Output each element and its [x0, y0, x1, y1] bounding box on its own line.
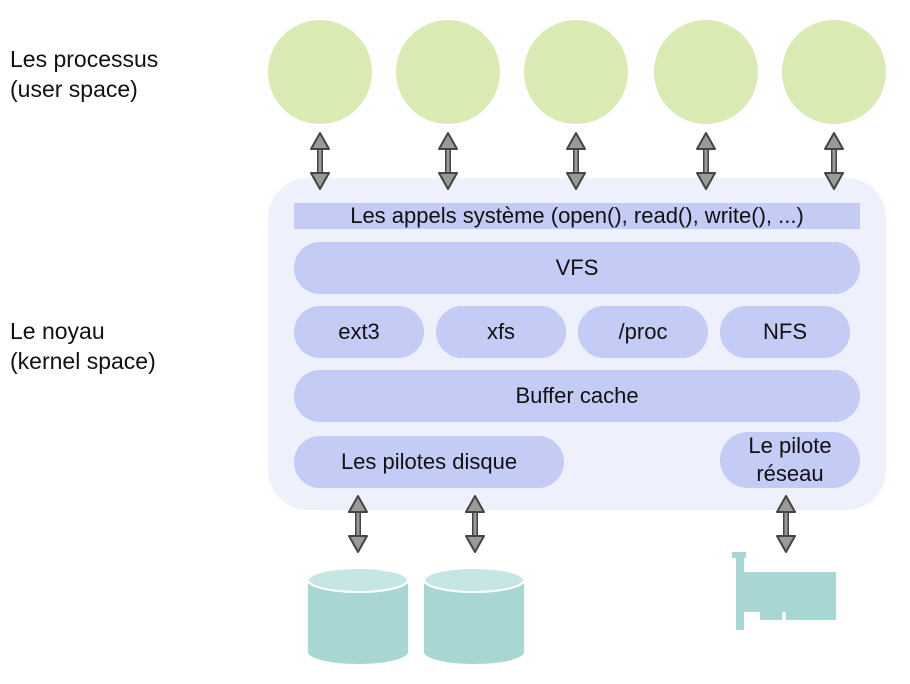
network-driver: Le pilote réseau	[720, 432, 860, 488]
kernel-space-label: Le noyau (kernel space)	[10, 318, 156, 374]
process-circle	[524, 20, 628, 124]
filesystem-xfs: xfs	[436, 306, 566, 358]
user-space-label: Les processus (user space)	[10, 46, 159, 102]
disk-drivers: Les pilotes disque	[294, 436, 564, 488]
filesystem-ext3: ext3	[294, 306, 424, 358]
disk-icon	[307, 567, 409, 664]
buffer-cache-layer: Buffer cache	[294, 370, 860, 422]
process-circle	[782, 20, 886, 124]
filesystem-proc: /proc	[578, 306, 708, 358]
process-circle	[654, 20, 758, 124]
network-card-icon	[732, 552, 836, 630]
disk-icon	[423, 567, 525, 664]
syscall-layer: Les appels système (open(), read(), writ…	[294, 203, 860, 229]
process-circle	[396, 20, 500, 124]
process-circle	[268, 20, 372, 124]
vfs-layer: VFS	[294, 242, 860, 294]
filesystem-nfs: NFS	[720, 306, 850, 358]
